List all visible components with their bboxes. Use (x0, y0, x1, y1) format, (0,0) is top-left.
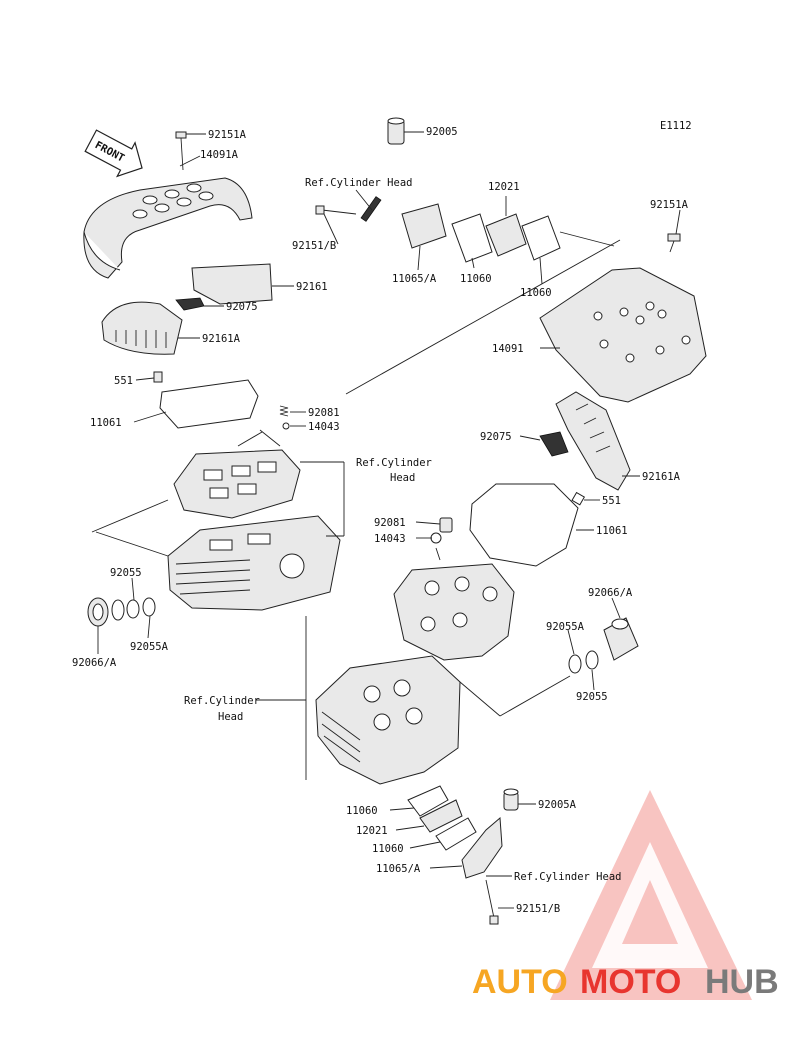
label-11060-top-a: 11060 (460, 273, 492, 285)
label-ref-head-low-1: Ref.Cylinder (184, 695, 260, 707)
label-92081-right: 92081 (374, 517, 406, 529)
plate-92161 (191, 263, 273, 305)
label-92151A-top: 92151A (208, 129, 247, 141)
cylinder-head-lower-right (315, 655, 461, 785)
label-14043-right: 14043 (374, 533, 406, 545)
fitting-92066A-right (603, 617, 639, 661)
holder-11065A-top (401, 203, 447, 249)
ball-14043-left (282, 422, 290, 430)
tappet-92005A (503, 788, 519, 811)
bracket-92075-right (539, 431, 569, 457)
gasket-11060-bot-b (435, 817, 477, 851)
label-92005: 92005 (426, 126, 458, 138)
label-92055-right: 92055 (576, 691, 608, 703)
oring-92055A-left (142, 597, 156, 617)
label-14091A: 14091A (200, 149, 239, 161)
tappet-92005-top (387, 117, 405, 145)
watermark-auto: AUTO (472, 963, 568, 1001)
label-ref-head-mid-2: Head (390, 472, 415, 484)
plate-12021-top (485, 213, 527, 257)
plate-12021-bot (419, 799, 463, 833)
cylinder-head-lower-left (167, 515, 341, 611)
plate-92161A-left (101, 301, 183, 355)
label-ref-head-top: Ref.Cylinder Head (305, 177, 412, 189)
bolt-92151B-bot (485, 879, 499, 925)
label-12021-bot: 12021 (356, 825, 388, 837)
label-ref-head-mid-1: Ref.Cylinder (356, 457, 432, 469)
holder-11065A-bot (461, 816, 503, 879)
watermark-logo: AUTO MOTO HUB (472, 790, 779, 1001)
label-11060-bot-b: 11060 (372, 843, 404, 855)
oring-92055-left (126, 599, 140, 619)
label-92066A-left: 92066/A (72, 657, 117, 669)
gasket-11061-left (159, 379, 259, 429)
label-12021-top: 12021 (488, 181, 520, 193)
fitting-92066A-left (87, 597, 125, 627)
leader-lines (91, 131, 681, 909)
label-11060-bot-a: 11060 (346, 805, 378, 817)
label-11065A-top: 11065/A (392, 273, 437, 285)
plate-92161A-right (555, 391, 631, 491)
bolt-92151A-right (667, 233, 681, 253)
label-92151B-bot: 92151/B (516, 903, 560, 915)
label-92055A-right: 92055A (546, 621, 585, 633)
label-14043-left: 14043 (308, 421, 340, 433)
label-11060-top-b: 11060 (520, 287, 552, 299)
label-11061-left: 11061 (90, 417, 122, 429)
cover-14091A (83, 177, 253, 279)
label-92151B-top: 92151/B (292, 240, 336, 252)
gasket-11061-right (469, 483, 579, 567)
diagram-code: E1112 (660, 120, 692, 132)
label-92055-left: 92055 (110, 567, 142, 579)
cover-14091 (539, 267, 707, 403)
oring-92055A-right (568, 654, 582, 674)
label-92066A-right: 92066/A (588, 587, 633, 599)
label-551-right: 551 (602, 495, 621, 507)
label-92151A-right: 92151A (650, 199, 689, 211)
label-11065A-bot: 11065/A (376, 863, 421, 875)
bolt-92151B-top (315, 205, 357, 215)
cylinder-head-upper-left (173, 449, 301, 519)
label-92075-left: 92075 (226, 301, 258, 313)
gasket-11060-top-a (451, 213, 493, 263)
front-arrow: FRONT (84, 129, 143, 178)
cap-551-left (153, 371, 163, 383)
cap-551-right (571, 491, 586, 506)
label-92161A-left: 92161A (202, 333, 241, 345)
label-92081-left: 92081 (308, 407, 340, 419)
label-ref-head-bot: Ref.Cylinder Head (514, 871, 621, 883)
label-11061-right: 11061 (596, 525, 628, 537)
label-92075-right: 92075 (480, 431, 512, 443)
label-92161: 92161 (296, 281, 328, 293)
label-92055A-left: 92055A (130, 641, 169, 653)
gasket-11060-bot-a (407, 785, 449, 817)
gasket-11060-top-b (521, 215, 561, 261)
label-14091: 14091 (492, 343, 524, 355)
ball-14043-right (430, 532, 442, 544)
spring-92081-right (439, 517, 453, 533)
label-ref-head-low-2: Head (218, 711, 243, 723)
callout-labels: 92151A 14091A 92005 Ref.Cylinder Head 12… (72, 126, 689, 915)
bolt-92151A-top (175, 131, 187, 171)
oring-92055-right (585, 650, 599, 670)
watermark-hub: HUB (705, 963, 779, 1001)
cylinder-head-upper-right (393, 563, 515, 661)
label-551-left: 551 (114, 375, 133, 387)
watermark-triangle-core (622, 880, 678, 944)
label-92005A: 92005A (538, 799, 577, 811)
label-92161A-right: 92161A (642, 471, 681, 483)
bracket-92075-left (175, 297, 205, 311)
watermark-moto: MOTO (580, 963, 681, 1001)
spring-92081-left (279, 405, 289, 417)
